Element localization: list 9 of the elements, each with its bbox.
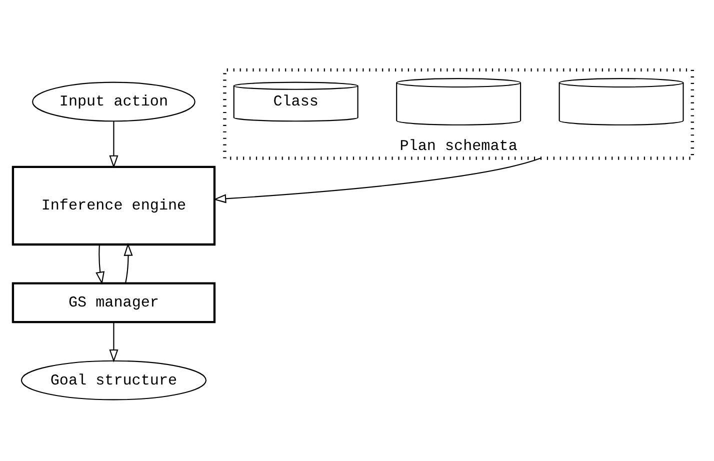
arrow	[109, 121, 118, 168]
arrow	[96, 244, 105, 285]
node-ellipse: Goal structure	[20, 360, 206, 400]
arrow	[124, 242, 133, 284]
arrow	[213, 158, 541, 204]
node-box: Inference engine	[12, 166, 216, 246]
arrow	[109, 322, 118, 362]
node-ellipse: Input action	[32, 82, 196, 122]
node-box: GS manager	[12, 282, 216, 324]
